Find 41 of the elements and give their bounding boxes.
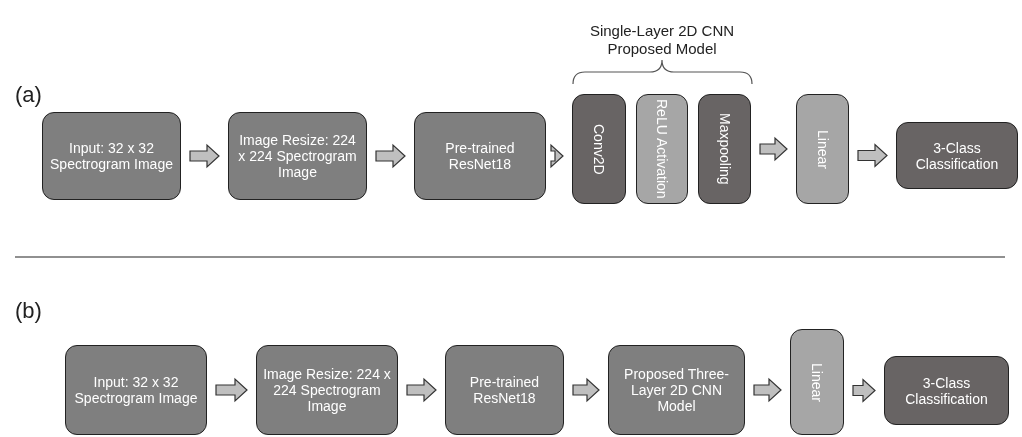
group-title: Single-Layer 2D CNN Proposed Model bbox=[588, 22, 736, 58]
block-arrow bbox=[375, 143, 406, 169]
process-box bbox=[65, 345, 207, 435]
box-label: Input: 32 x 32 Spectrogram Image bbox=[49, 140, 174, 172]
block-arrow bbox=[753, 377, 782, 403]
block-arrow bbox=[759, 136, 788, 162]
process-box bbox=[608, 345, 745, 435]
process-box bbox=[796, 94, 849, 204]
process-box bbox=[42, 112, 181, 200]
block-arrow bbox=[572, 377, 600, 403]
process-box bbox=[256, 345, 398, 435]
box-label: ReLU Activation bbox=[654, 99, 670, 199]
process-box bbox=[445, 345, 564, 435]
box-label: 3-Class Classification bbox=[904, 374, 989, 407]
process-box bbox=[414, 112, 546, 200]
box-label: Pre-trained ResNet18 bbox=[468, 374, 541, 406]
box-label: Linear bbox=[809, 362, 825, 402]
box-label: Linear bbox=[814, 129, 831, 169]
block-arrow bbox=[189, 143, 220, 169]
box-label: Image Resize: 224 x 224 Spectrogram Image bbox=[263, 366, 391, 414]
box-label: Conv2D bbox=[591, 123, 607, 175]
process-box bbox=[896, 122, 1018, 189]
process-box bbox=[228, 112, 367, 200]
box-label: Pre-trained ResNet18 bbox=[444, 140, 516, 172]
process-box bbox=[636, 94, 688, 204]
block-arrow bbox=[406, 377, 437, 403]
panel-label: (a) bbox=[15, 82, 43, 107]
block-arrow bbox=[550, 143, 564, 169]
box-label: 3-Class Classification bbox=[914, 139, 1000, 172]
panel-label: (b) bbox=[15, 298, 43, 323]
process-box bbox=[790, 329, 844, 435]
box-label: Input: 32 x 32 Spectrogram Image bbox=[73, 374, 199, 406]
process-box bbox=[698, 94, 751, 204]
process-box bbox=[884, 356, 1009, 425]
block-arrow bbox=[215, 377, 248, 403]
process-box bbox=[572, 94, 626, 204]
box-label: Image Resize: 224 x 224 Spectrogram Image bbox=[237, 132, 358, 180]
block-arrow bbox=[852, 378, 876, 403]
box-label: Proposed Three-Layer 2D CNN Model bbox=[623, 366, 730, 414]
block-arrow bbox=[857, 143, 888, 168]
box-label: Maxpooling bbox=[716, 113, 733, 185]
